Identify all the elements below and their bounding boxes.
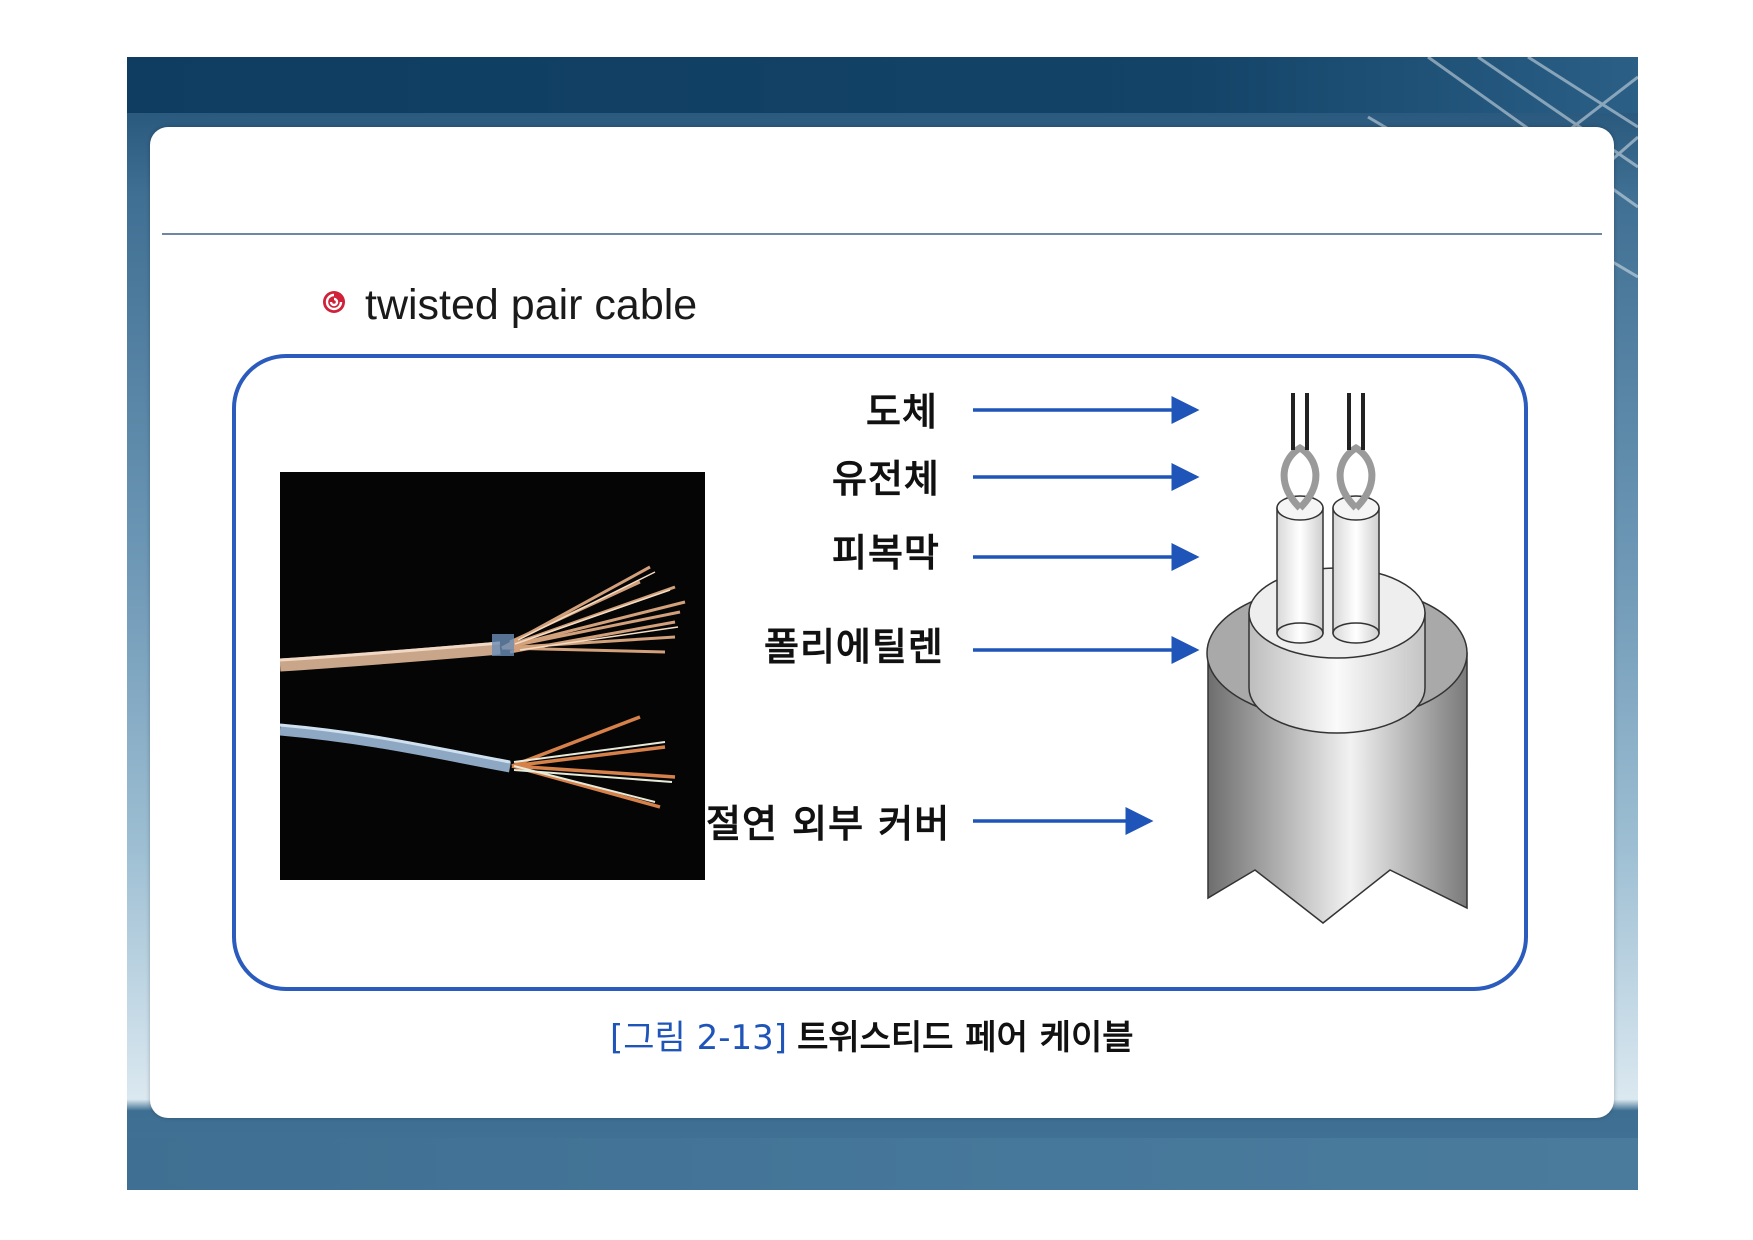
bottom-band — [127, 1138, 1638, 1190]
figure-number: [그림 2-13] — [610, 1018, 788, 1058]
cable-diagram — [1206, 393, 1468, 924]
section-heading: twisted pair cable — [365, 281, 698, 329]
figure-caption: [그림 2-13]트위스티드 페어 케이블 — [610, 1016, 1134, 1060]
label-polyethylene: 폴리에틸렌 — [764, 625, 944, 669]
cable-photo — [280, 472, 705, 880]
top-band — [127, 57, 1638, 113]
figure-title: 트위스티드 페어 케이블 — [797, 1018, 1134, 1058]
spiral-bullet-icon — [323, 291, 345, 313]
label-outer-cover: 절연 외부 커버 — [706, 802, 951, 846]
label-conductor: 도체 — [866, 390, 938, 434]
title-divider — [162, 233, 1602, 235]
label-coating: 피복막 — [832, 531, 940, 575]
label-dielectric: 유전체 — [832, 457, 940, 501]
